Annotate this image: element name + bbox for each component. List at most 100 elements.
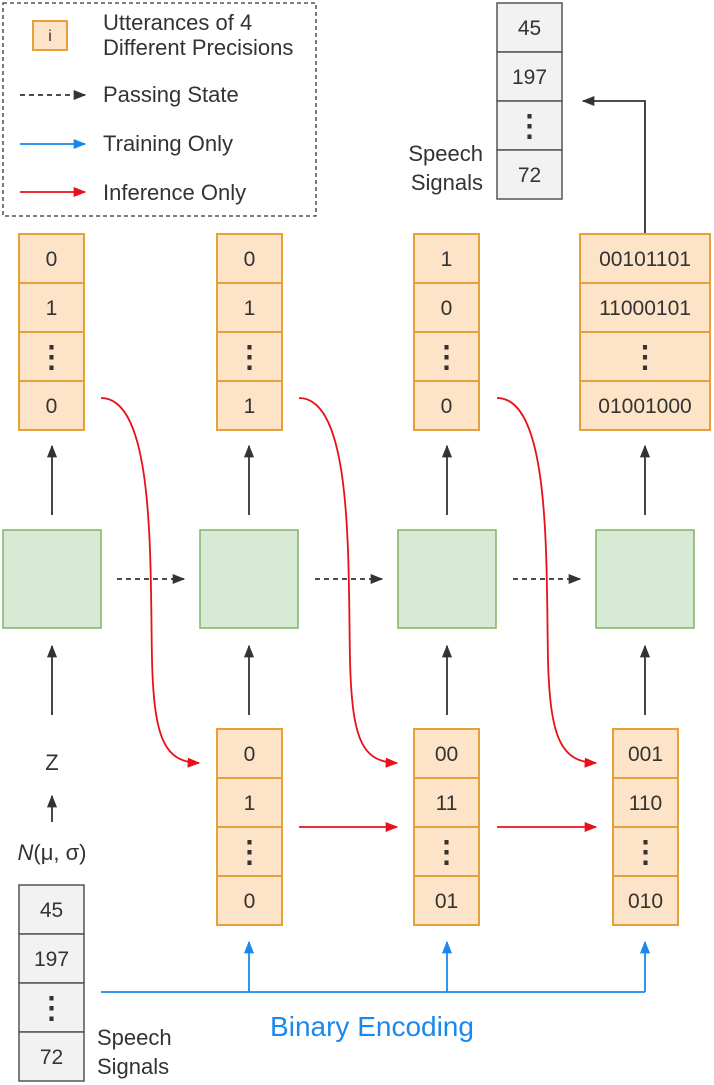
bottom-input-cell: [612, 875, 679, 926]
output-signal-cell: [496, 100, 563, 151]
input-signal-value: 72: [40, 1046, 63, 1069]
top-output-value: 1: [441, 248, 453, 271]
rnn-cell-2: [199, 529, 299, 629]
top-output-cell: [18, 331, 85, 382]
top-output-cell: [579, 331, 711, 382]
output-signal-value: 45: [518, 17, 541, 40]
binary-encoding-label: Binary Encoding: [270, 1011, 474, 1042]
top-output-cell: [216, 380, 283, 431]
rnn-cell-1: [2, 529, 102, 629]
bottom-input-value: 1: [244, 792, 256, 815]
bottom-input-ellipsis: ⋮: [631, 836, 661, 869]
output-signal-value: 197: [512, 66, 547, 89]
legend-utterances-line1: Utterances of 4: [103, 10, 252, 35]
top-output-value: 1: [46, 297, 58, 320]
bottom-input-cell: [413, 826, 480, 877]
bottom-input-value: 010: [628, 890, 663, 913]
bottom-input-column-1: 0 1 ⋮ 0: [216, 728, 283, 926]
input-signal-ellipsis: ⋮: [37, 992, 67, 1025]
inference-curve-arrow: [496, 397, 598, 768]
top-output-value: 1: [244, 297, 256, 320]
input-signal-cell: [18, 1031, 85, 1082]
legend-border: [2, 2, 317, 217]
legend-utterances-line2: Different Precisions: [103, 35, 293, 60]
top-output-ellipsis: ⋮: [630, 341, 660, 374]
output-signal-column: 45 197 ⋮ 72 Speech Signals: [408, 2, 563, 200]
top-output-value: 0: [46, 248, 58, 271]
top-output-value: 01001000: [598, 395, 691, 418]
top-output-value: 0: [244, 248, 256, 271]
top-output-ellipsis: ⋮: [235, 341, 265, 374]
bottom-input-cell: [612, 728, 679, 779]
input-signal-cell: [18, 982, 85, 1033]
output-signal-ellipsis: ⋮: [515, 110, 545, 143]
bottom-input-cell: [216, 777, 283, 828]
latent-distribution: N(μ, σ): [17, 840, 86, 865]
input-signal-value: 197: [34, 948, 69, 971]
top-output-cell: [413, 331, 480, 382]
bottom-input-ellipsis: ⋮: [235, 836, 265, 869]
bottom-input-ellipsis: ⋮: [432, 836, 462, 869]
input-signal-cell: [18, 933, 85, 984]
latent-z: Z: [45, 750, 58, 775]
output-signal-label-line1: Speech: [408, 141, 483, 166]
top-output-column-4: 00101101 11000101 ⋮ 01001000: [579, 233, 711, 431]
rnn-cell-4: [595, 529, 695, 629]
top-output-column-2: 0 1 ⋮ 1: [216, 233, 283, 431]
input-signal-value: 45: [40, 899, 63, 922]
bottom-input-value: 00: [435, 743, 458, 766]
legend: i Utterances of 4 Different Precisions P…: [2, 2, 317, 217]
bottom-input-value: 01: [435, 890, 458, 913]
bottom-input-cell: [612, 777, 679, 828]
bottom-input-value: 0: [244, 743, 256, 766]
bottom-input-value: 001: [628, 743, 663, 766]
bottom-input-cell: [413, 728, 480, 779]
top-output-cell: [18, 380, 85, 431]
top-output-cell: [579, 282, 711, 333]
output-signal-cell: [496, 2, 563, 53]
top-output-value: 1: [244, 395, 256, 418]
output-to-signal-arrow: [581, 95, 646, 233]
legend-passing-label: Passing State: [103, 82, 239, 107]
top-output-column-3: 1 0 ⋮ 0: [413, 233, 480, 431]
bottom-input-cell: [216, 728, 283, 779]
top-output-cell: [579, 233, 711, 284]
top-output-cell: [216, 282, 283, 333]
top-output-cell: [18, 282, 85, 333]
top-output-ellipsis: ⋮: [432, 341, 462, 374]
top-output-value: 0: [46, 395, 58, 418]
top-output-cell: [413, 380, 480, 431]
input-signal-column: 45 197 ⋮ 72 Speech Signals: [18, 884, 172, 1082]
inference-curve-arrow: [298, 397, 399, 768]
input-signal-label-line2: Signals: [97, 1054, 169, 1079]
top-output-value: 00101101: [599, 248, 691, 271]
top-output-column-1: 0 1 ⋮ 0: [18, 233, 85, 431]
top-output-cell: [579, 380, 711, 431]
bottom-input-column-2: 00 11 ⋮ 01: [413, 728, 480, 926]
top-output-ellipsis: ⋮: [37, 341, 67, 374]
legend-training-label: Training Only: [103, 131, 233, 156]
output-signal-value: 72: [518, 164, 541, 187]
bottom-input-cell: [216, 875, 283, 926]
latent-dist-n: N: [17, 840, 33, 865]
legend-inference-label: Inference Only: [103, 180, 246, 205]
output-signal-label-line2: Signals: [411, 170, 483, 195]
bottom-input-value: 110: [629, 792, 662, 815]
legend-icon-text: i: [48, 28, 52, 45]
bottom-input-value: 11: [436, 792, 458, 815]
legend-cell-icon: [32, 20, 68, 51]
input-signal-cell: [18, 884, 85, 935]
output-signal-cell: [496, 149, 563, 200]
rnn-cell-3: [397, 529, 497, 629]
bottom-input-cell: [413, 875, 480, 926]
top-output-value: 0: [441, 395, 453, 418]
latent-dist-params: (μ, σ): [33, 840, 86, 865]
top-output-value: 11000101: [599, 297, 691, 320]
bottom-input-column-3: 001 110 ⋮ 010: [612, 728, 679, 926]
input-signal-label-line1: Speech: [97, 1025, 172, 1050]
top-output-value: 0: [441, 297, 453, 320]
inference-curve-arrow: [100, 397, 201, 768]
top-output-cell: [413, 282, 480, 333]
bottom-input-value: 0: [244, 890, 256, 913]
